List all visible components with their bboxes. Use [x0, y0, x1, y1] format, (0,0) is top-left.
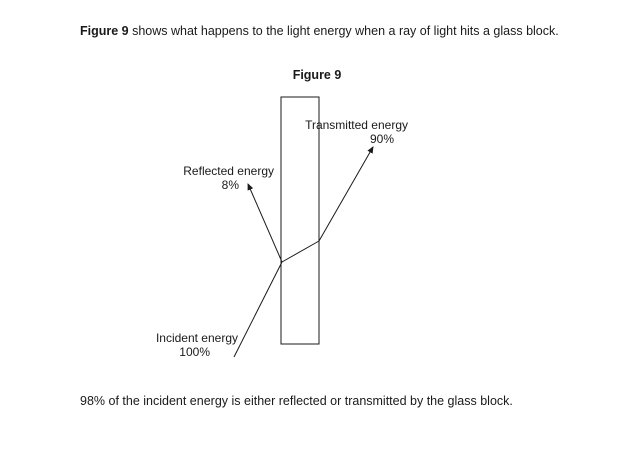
transmitted-energy-label: Transmitted energy 90% [300, 118, 408, 146]
transmitted-ray [318, 146, 374, 242]
reflected-energy-value: 8% [221, 178, 239, 192]
incident-ray [233, 261, 283, 358]
glass-block [280, 96, 320, 345]
reflected-energy-label: Reflected energy 8% [160, 164, 274, 192]
figure-title: Figure 9 [292, 68, 342, 82]
transmitted-energy-value: 90% [369, 132, 394, 146]
refracted-ray [281, 240, 320, 263]
intro-text: shows what happens to the light energy w… [128, 24, 559, 38]
incident-energy-value: 100% [179, 345, 210, 359]
intro-sentence: Figure 9 shows what happens to the light… [80, 24, 559, 38]
transmitted-energy-name: Transmitted energy [305, 118, 408, 132]
reflected-energy-name: Reflected energy [183, 164, 274, 178]
conclusion-sentence: 98% of the incident energy is either ref… [80, 394, 513, 408]
figure-reference: Figure 9 [80, 24, 129, 38]
incident-energy-name: Incident energy [155, 331, 238, 345]
reflected-ray [247, 183, 283, 263]
incident-energy-label: Incident energy 100% [130, 331, 238, 359]
